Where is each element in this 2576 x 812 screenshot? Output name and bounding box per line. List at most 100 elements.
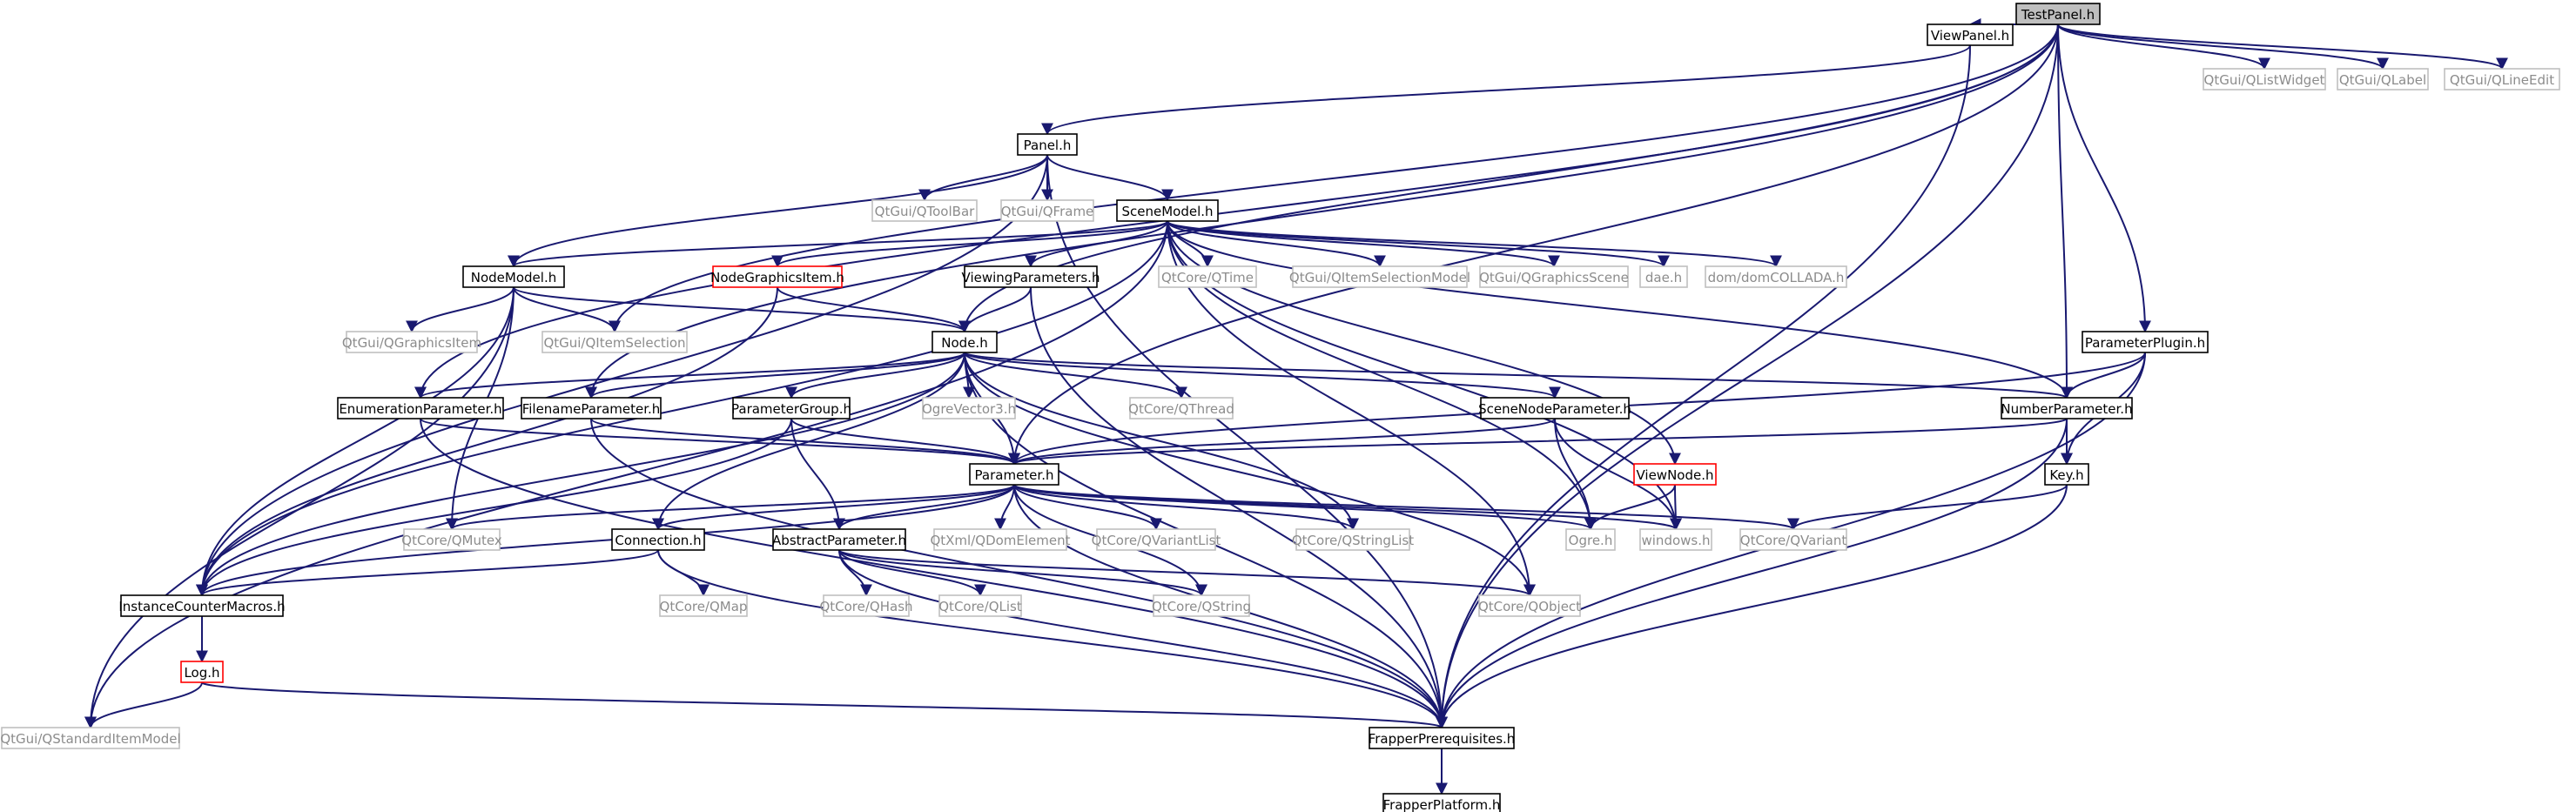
node-qlineedit[interactable]: QtGui/QLineEdit bbox=[2444, 68, 2560, 91]
node-qhash[interactable]: QtCore/QHash bbox=[819, 594, 913, 617]
node-label: dae.h bbox=[1645, 270, 1682, 285]
node-qgraphicsscene[interactable]: QtGui/QGraphicsScene bbox=[1479, 265, 1629, 288]
node-frapperplatform[interactable]: FrapperPlatform.h bbox=[1382, 793, 1501, 812]
node-ogre[interactable]: Ogre.h bbox=[1565, 528, 1616, 551]
edge-line bbox=[1436, 484, 2068, 729]
node-label: QtGui/QGraphicsScene bbox=[1479, 270, 1629, 285]
node-qstandarditemmodel[interactable]: QtGui/QStandardItemModel bbox=[0, 727, 181, 749]
node-parametergroup[interactable]: ParameterGroup.h bbox=[731, 397, 851, 419]
node-box bbox=[2044, 463, 2089, 486]
node-nodegraphicsitem[interactable]: NodeGraphicsItem.h bbox=[710, 265, 844, 288]
node-qobject[interactable]: QtCore/QObject bbox=[1478, 594, 1581, 617]
node-box bbox=[180, 661, 224, 683]
node-label: QtCore/QMutex bbox=[401, 533, 502, 548]
edge-nodemodel-to-qgraphicsitem bbox=[406, 286, 515, 333]
node-qlistwidget[interactable]: QtGui/QListWidget bbox=[2203, 68, 2326, 91]
node-panel[interactable]: Panel.h bbox=[1017, 133, 1078, 156]
edge-numberparameter-to-frapperprerequisites bbox=[1436, 418, 2068, 729]
node-domcollada[interactable]: dom/domCOLLADA.h bbox=[1705, 265, 1847, 288]
node-label: EnumerationParameter.h bbox=[339, 401, 501, 417]
edge-line bbox=[2061, 352, 2146, 399]
node-enumerationparameter[interactable]: EnumerationParameter.h bbox=[337, 397, 504, 419]
node-label: ParameterPlugin.h bbox=[2085, 335, 2205, 351]
node-qmap[interactable]: QtCore/QMap bbox=[659, 594, 748, 617]
edge-nodegraphicsitem-to-instancecountermacros bbox=[196, 286, 778, 597]
edge-line bbox=[838, 549, 1207, 597]
node-qdomelement[interactable]: QtXml/QDomElement bbox=[930, 528, 1071, 551]
edge-scenemodel-to-qstandarditemmodel bbox=[84, 220, 1168, 729]
node-qmutex[interactable]: QtCore/QMutex bbox=[401, 528, 502, 551]
edge-nodemodel-to-instancecountermacros bbox=[196, 286, 515, 597]
node-box bbox=[120, 594, 284, 617]
node-instancecountermacros[interactable]: InstanceCounterMacros.h bbox=[118, 594, 286, 617]
node-qvariantlist[interactable]: QtCore/QVariantList bbox=[1092, 528, 1221, 551]
node-box bbox=[1639, 528, 1712, 551]
node-qthread[interactable]: QtCore/QThread bbox=[1128, 397, 1234, 419]
edge-line bbox=[790, 418, 845, 531]
node-label: FrapperPlatform.h bbox=[1383, 797, 1501, 812]
node-box bbox=[932, 331, 998, 353]
node-qframe[interactable]: QtGui/QFrame bbox=[1000, 199, 1094, 222]
node-box bbox=[1478, 594, 1581, 617]
node-label: QtGui/QGraphicsItem bbox=[342, 335, 481, 351]
node-label: NodeModel.h bbox=[471, 270, 556, 285]
node-scenemodel[interactable]: SceneModel.h bbox=[1116, 199, 1219, 222]
node-parameterplugin[interactable]: ParameterPlugin.h bbox=[2082, 331, 2209, 353]
node-qstring[interactable]: QtCore/QString bbox=[1152, 594, 1251, 617]
edge-line bbox=[1787, 484, 2068, 531]
node-box bbox=[1633, 463, 1717, 486]
node-label: SceneNodeParameter.h bbox=[1478, 401, 1631, 417]
node-qitemselection[interactable]: QtGui/QItemSelection bbox=[541, 331, 688, 353]
edge-abstractparameter-to-frapperprerequisites bbox=[838, 549, 1448, 729]
node-filenameparameter[interactable]: FilenameParameter.h bbox=[521, 397, 662, 419]
node-viewpanel[interactable]: ViewPanel.h bbox=[1927, 23, 2014, 46]
node-qtoolbar[interactable]: QtGui/QToolBar bbox=[871, 199, 978, 222]
node-numberparameter[interactable]: NumberParameter.h bbox=[2001, 397, 2133, 419]
node-box bbox=[1479, 265, 1629, 288]
edge-line bbox=[201, 681, 1448, 729]
node-box bbox=[823, 594, 910, 617]
node-box bbox=[337, 397, 504, 419]
node-qvariant[interactable]: QtCore/QVariant bbox=[1739, 528, 1847, 551]
node-ogrevector3[interactable]: OgreVector3.h bbox=[922, 397, 1016, 419]
node-label: dom/domCOLLADA.h bbox=[1708, 270, 1845, 285]
node-viewingparameters[interactable]: ViewingParameters.h bbox=[962, 265, 1100, 288]
node-abstractparameter[interactable]: AbstractParameter.h bbox=[772, 528, 906, 551]
node-box bbox=[1158, 265, 1257, 288]
node-qstringlist[interactable]: QtCore/QStringList bbox=[1292, 528, 1414, 551]
node-dae[interactable]: dae.h bbox=[1639, 265, 1688, 288]
node-qitemselectionmodel[interactable]: QtGui/QItemSelectionModel bbox=[1289, 265, 1470, 288]
node-qgraphicsitem[interactable]: QtGui/QGraphicsItem bbox=[342, 331, 481, 353]
edge-scenemodel-to-instancecountermacros bbox=[196, 220, 1168, 597]
node-log[interactable]: Log.h bbox=[180, 661, 224, 683]
node-testpanel[interactable]: TestPanel.h bbox=[2015, 3, 2101, 25]
edge-line bbox=[196, 549, 659, 597]
node-parameter[interactable]: Parameter.h bbox=[969, 463, 1059, 486]
node-qlabel[interactable]: QtGui/QLabel bbox=[2337, 68, 2429, 91]
edge-line bbox=[1436, 418, 2068, 729]
edge-parameter-to-abstractparameter bbox=[833, 484, 1015, 531]
node-qlist[interactable]: QtCore/QList bbox=[938, 594, 1022, 617]
edge-abstractparameter-to-qobject bbox=[838, 549, 1536, 597]
node-scenenodeparameter[interactable]: SceneNodeParameter.h bbox=[1478, 397, 1631, 419]
node-key[interactable]: Key.h bbox=[2044, 463, 2089, 486]
edge-key-to-qvariant bbox=[1787, 484, 2068, 531]
node-label: InstanceCounterMacros.h bbox=[118, 599, 285, 614]
node-node[interactable]: Node.h bbox=[932, 331, 998, 353]
edge-layer bbox=[84, 18, 2508, 795]
edge-line bbox=[2057, 23, 2508, 70]
edge-scenenodeparameter-to-windows bbox=[1554, 418, 1682, 531]
node-box bbox=[1096, 528, 1216, 551]
node-qtime[interactable]: QtCore/QTime bbox=[1158, 265, 1257, 288]
node-connection[interactable]: Connection.h bbox=[611, 528, 705, 551]
node-box bbox=[1000, 199, 1094, 222]
node-viewnode[interactable]: ViewNode.h bbox=[1633, 463, 1717, 486]
node-box bbox=[403, 528, 501, 551]
node-frapperprerequisites[interactable]: FrapperPrerequisites.h bbox=[1369, 727, 1516, 749]
edge-line bbox=[1013, 484, 1799, 531]
node-windows[interactable]: windows.h bbox=[1639, 528, 1712, 551]
node-nodemodel[interactable]: NodeModel.h bbox=[462, 265, 565, 288]
edge-log-to-frapperprerequisites bbox=[201, 681, 1448, 729]
node-label: Node.h bbox=[941, 335, 987, 351]
edge-key-to-frapperprerequisites bbox=[1436, 484, 2068, 729]
